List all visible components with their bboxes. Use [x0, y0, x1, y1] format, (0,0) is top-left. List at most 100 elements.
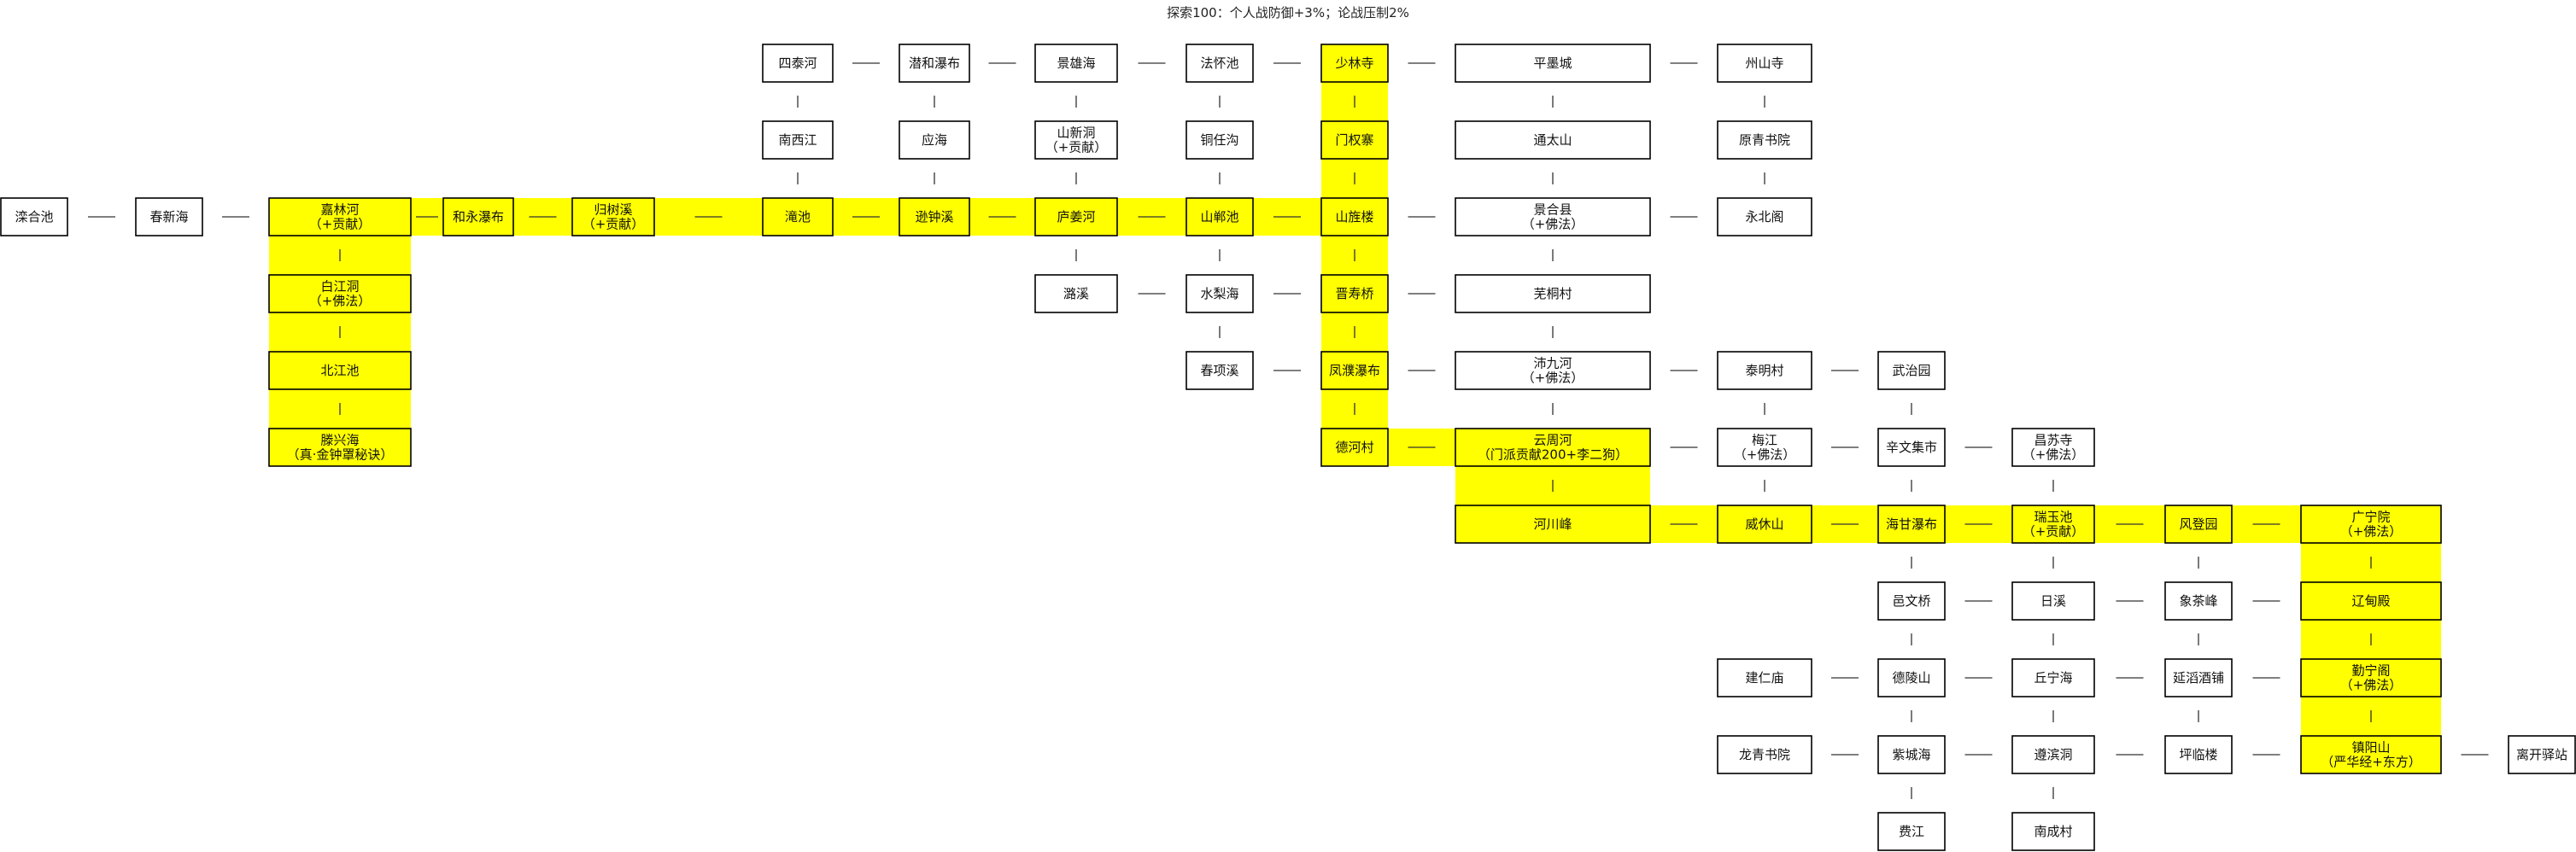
location-node-label: 勤宁阁 — [2351, 663, 2390, 679]
location-node-label: 南西江 — [778, 132, 817, 148]
location-node-box — [1455, 44, 1651, 83]
location-node: 春项溪 — [1186, 351, 1254, 390]
location-node: 云周河（门派贡献200+李二狗） — [1455, 428, 1651, 467]
location-node-label: 镇阳山 — [2351, 740, 2390, 756]
location-node-label: （+佛法） — [1734, 447, 1796, 463]
location-node-box — [1455, 428, 1651, 467]
location-node: 坪临楼 — [2164, 735, 2233, 774]
location-node-box — [1320, 428, 1389, 467]
location-node-box — [762, 120, 834, 160]
location-node-box — [1034, 44, 1118, 83]
location-node-box — [1717, 197, 1812, 236]
location-node: 州山寺 — [1717, 44, 1812, 83]
location-node-box — [1186, 197, 1254, 236]
location-node-label: 德河村 — [1335, 440, 1373, 455]
location-node-label: 威休山 — [1745, 516, 1783, 532]
location-node-label: （严华经+东方） — [2321, 755, 2421, 770]
location-node: 延滔酒铺 — [2164, 658, 2233, 697]
location-node-box — [1717, 505, 1812, 544]
location-node-label: 水梨海 — [1200, 286, 1238, 301]
location-node-box — [1034, 120, 1118, 160]
location-node-label: 沛九河 — [1533, 356, 1572, 371]
location-node-label: 晋寿桥 — [1335, 286, 1373, 301]
location-node-label: 州山寺 — [1745, 55, 1783, 71]
location-node-box — [1877, 658, 1946, 697]
location-node-box — [899, 197, 970, 236]
location-node-box — [2164, 581, 2233, 621]
location-node-box — [1717, 735, 1812, 774]
location-node-box — [1877, 428, 1946, 467]
location-node-label: 辛文集市 — [1886, 440, 1937, 455]
location-node-box — [2300, 581, 2442, 621]
location-node-box — [1717, 120, 1812, 160]
location-node-label: 白江洞 — [320, 279, 359, 295]
location-node-label: 原青书院 — [1739, 132, 1790, 148]
location-node-label: （真·金钟罩秘诀） — [287, 447, 394, 463]
location-node: 龙青书院 — [1717, 735, 1812, 774]
location-node: 紫城海 — [1877, 735, 1946, 774]
location-node-box — [1320, 351, 1389, 390]
location-node-label: 山郸池 — [1200, 209, 1238, 225]
location-node-box — [1320, 120, 1389, 160]
location-node: 瑞玉池（+贡献） — [2011, 505, 2095, 544]
location-node-label: 延滔酒铺 — [2173, 670, 2224, 686]
location-node: 日溪 — [2011, 581, 2095, 621]
location-node: 庐姜河 — [1034, 197, 1118, 236]
location-node: 潞溪 — [1034, 274, 1118, 313]
location-node: 丘宁海 — [2011, 658, 2095, 697]
location-node: 白江洞（+佛法） — [268, 274, 412, 313]
location-node: 原青书院 — [1717, 120, 1812, 160]
location-node-label: 芜桐村 — [1533, 286, 1572, 301]
location-node: 河川峰 — [1455, 505, 1651, 544]
location-node-box — [1455, 274, 1651, 313]
location-node-label: 景雄海 — [1057, 55, 1095, 71]
location-node-box — [1455, 120, 1651, 160]
location-node-label: 邑文桥 — [1892, 593, 1930, 609]
diagram-title: 探索100：个人战防御+3%；论战压制2% — [1167, 5, 1409, 20]
location-node-label: 滦合池 — [15, 209, 53, 225]
location-node-box — [1877, 581, 1946, 621]
location-node-box — [1877, 505, 1946, 544]
location-node-label: （+佛法） — [2340, 678, 2403, 693]
location-node: 春新海 — [135, 197, 203, 236]
location-node: 邑文桥 — [1877, 581, 1946, 621]
location-node: 泰明村 — [1717, 351, 1812, 390]
location-node-box — [1455, 351, 1651, 390]
location-node-box — [1455, 505, 1651, 544]
location-node: 芜桐村 — [1455, 274, 1651, 313]
location-node-label: 龙青书院 — [1739, 747, 1790, 762]
location-node-label: 费江 — [1899, 824, 1924, 839]
location-node-label: 永北阁 — [1745, 209, 1783, 225]
location-node-box — [2300, 505, 2442, 544]
location-node: 武治园 — [1877, 351, 1946, 390]
location-node: 德陵山 — [1877, 658, 1946, 697]
location-node-box — [2011, 735, 2095, 774]
location-node-label: （+贡献） — [583, 217, 645, 232]
location-node-label: 泰明村 — [1745, 363, 1783, 378]
location-node: 费江 — [1877, 812, 1946, 851]
location-node: 南成村 — [2011, 812, 2095, 851]
location-node-label: 日溪 — [2040, 593, 2066, 609]
location-node-label: （+贡献） — [2023, 524, 2085, 540]
location-node-label: 平墨城 — [1533, 55, 1572, 71]
location-node-box — [2011, 581, 2095, 621]
location-node-label: 武治园 — [1892, 363, 1930, 378]
location-node-box — [1717, 351, 1812, 390]
location-node: 归树溪（+贡献） — [571, 197, 655, 236]
location-node-label: 和永瀑布 — [453, 209, 504, 225]
location-node-label: （+佛法） — [1522, 217, 1584, 232]
location-node-box — [2300, 735, 2442, 774]
location-node: 镇阳山（严华经+东方） — [2300, 735, 2442, 774]
location-node-label: 海甘瀑布 — [1886, 516, 1937, 532]
location-node-box — [762, 197, 834, 236]
location-node: 门权寨 — [1320, 120, 1389, 160]
location-node: 和永瀑布 — [442, 197, 514, 236]
location-node: 离开驿站 — [2508, 735, 2576, 774]
location-node-label: 少林寺 — [1335, 55, 1373, 71]
location-node-box — [1186, 44, 1254, 83]
location-node: 永北阁 — [1717, 197, 1812, 236]
location-node-label: 昌苏寺 — [2034, 433, 2072, 448]
location-node: 滕兴海（真·金钟罩秘诀） — [268, 428, 412, 467]
location-node: 潜和瀑布 — [899, 44, 970, 83]
